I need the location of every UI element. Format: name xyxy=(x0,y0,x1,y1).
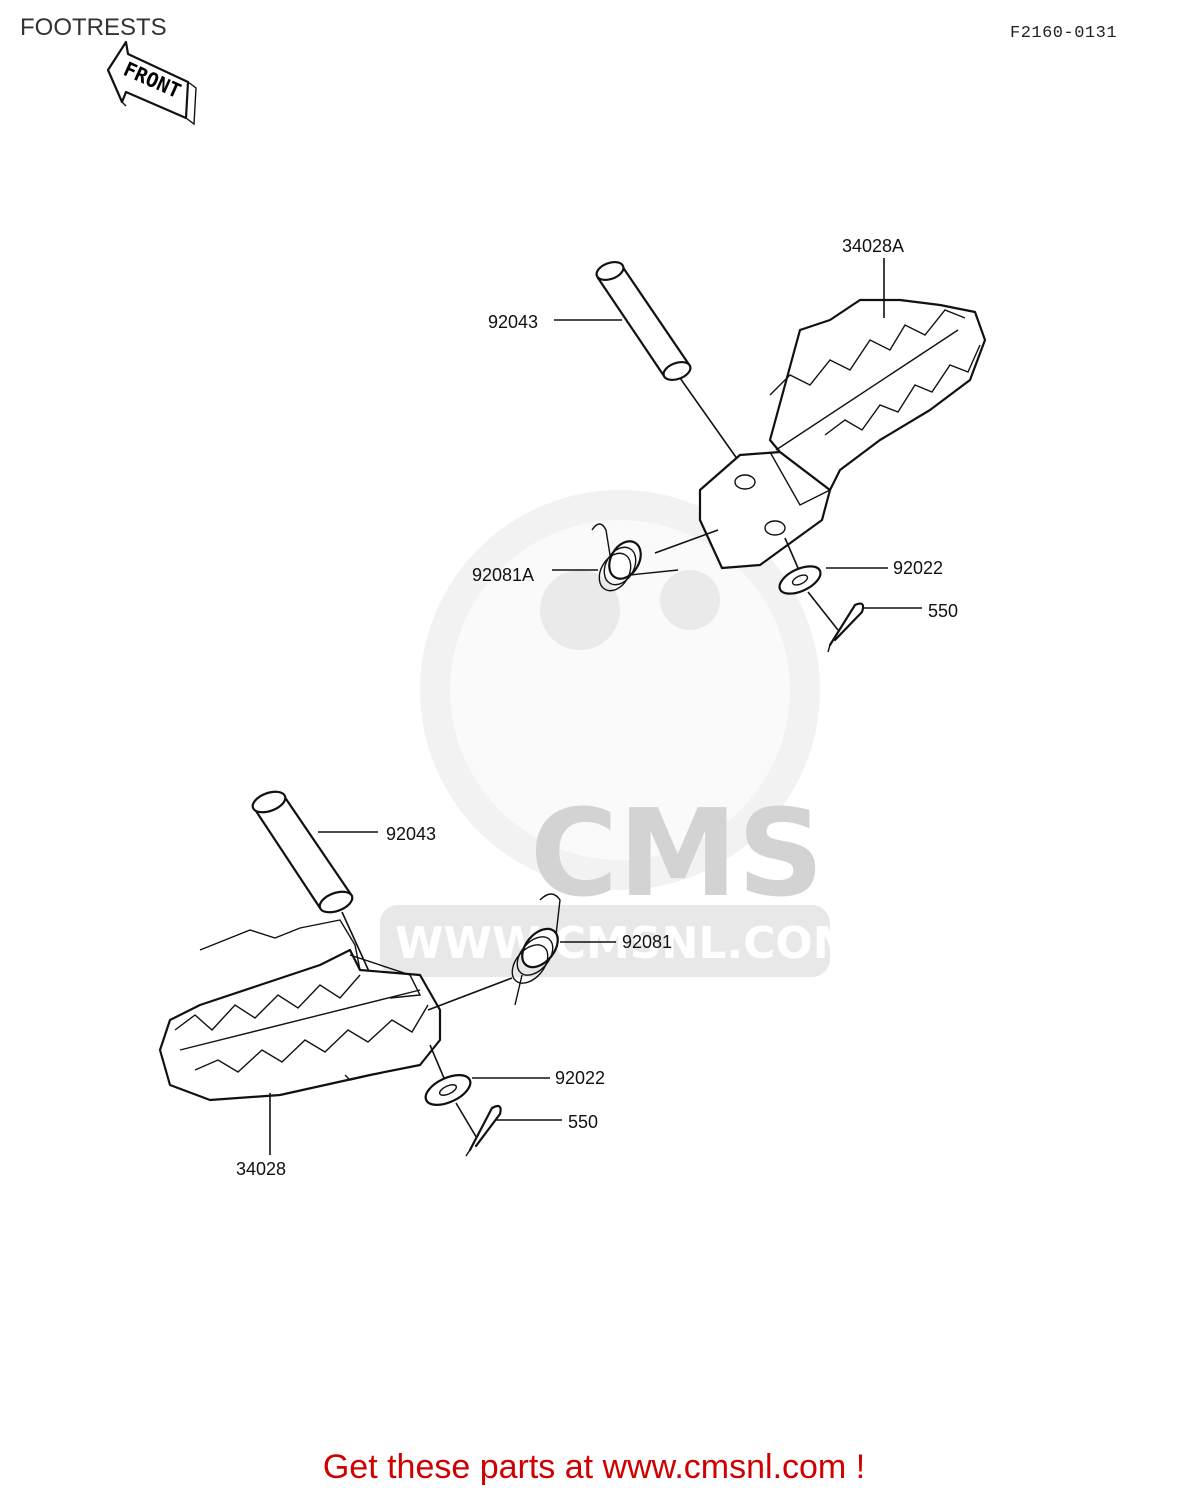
diagram-title: FOOTRESTS xyxy=(20,14,167,41)
lower-footrest xyxy=(158,919,442,1102)
front-arrow-icon: FRONT xyxy=(106,40,197,126)
lower-washer-part-number: 92022 xyxy=(555,1068,605,1088)
lower-cotter-pin-part-number: 550 xyxy=(568,1112,598,1132)
watermark: CMS WWW.CMSNL.COM xyxy=(380,490,857,977)
lower-spring xyxy=(511,893,561,1006)
footer-promo-link[interactable]: Get these parts at www.cmsnl.com ! xyxy=(322,1448,866,1486)
watermark-logo-text: CMS xyxy=(530,785,824,924)
upper-footrest xyxy=(698,298,987,570)
upper-cotter-pin xyxy=(827,602,865,653)
lower-pin-part-number: 92043 xyxy=(386,824,436,844)
upper-pin-part-number: 92043 xyxy=(488,312,538,332)
upper-pivot-pin xyxy=(595,260,692,382)
upper-washer xyxy=(778,565,822,595)
upper-footrest-part-number: 34028A xyxy=(842,236,904,256)
lower-footrest-assembly: 92043 92081 92022 550 34028 xyxy=(158,790,672,1179)
lower-cotter-pin xyxy=(465,1104,502,1157)
lower-pivot-pin xyxy=(251,790,354,914)
upper-footrest-assembly: 34028A 92043 92081A 92022 550 xyxy=(472,236,987,653)
upper-spring-part-number: 92081A xyxy=(472,565,534,585)
lower-washer xyxy=(424,1074,472,1106)
upper-spring xyxy=(591,523,679,592)
lower-spring-part-number: 92081 xyxy=(622,932,672,952)
figure-code: F2160-0131 xyxy=(1010,24,1118,43)
watermark-url-text: WWW.CMSNL.COM xyxy=(395,918,857,969)
upper-cotter-pin-part-number: 550 xyxy=(928,601,958,621)
lower-footrest-part-number: 34028 xyxy=(236,1159,286,1179)
upper-washer-part-number: 92022 xyxy=(893,558,943,578)
